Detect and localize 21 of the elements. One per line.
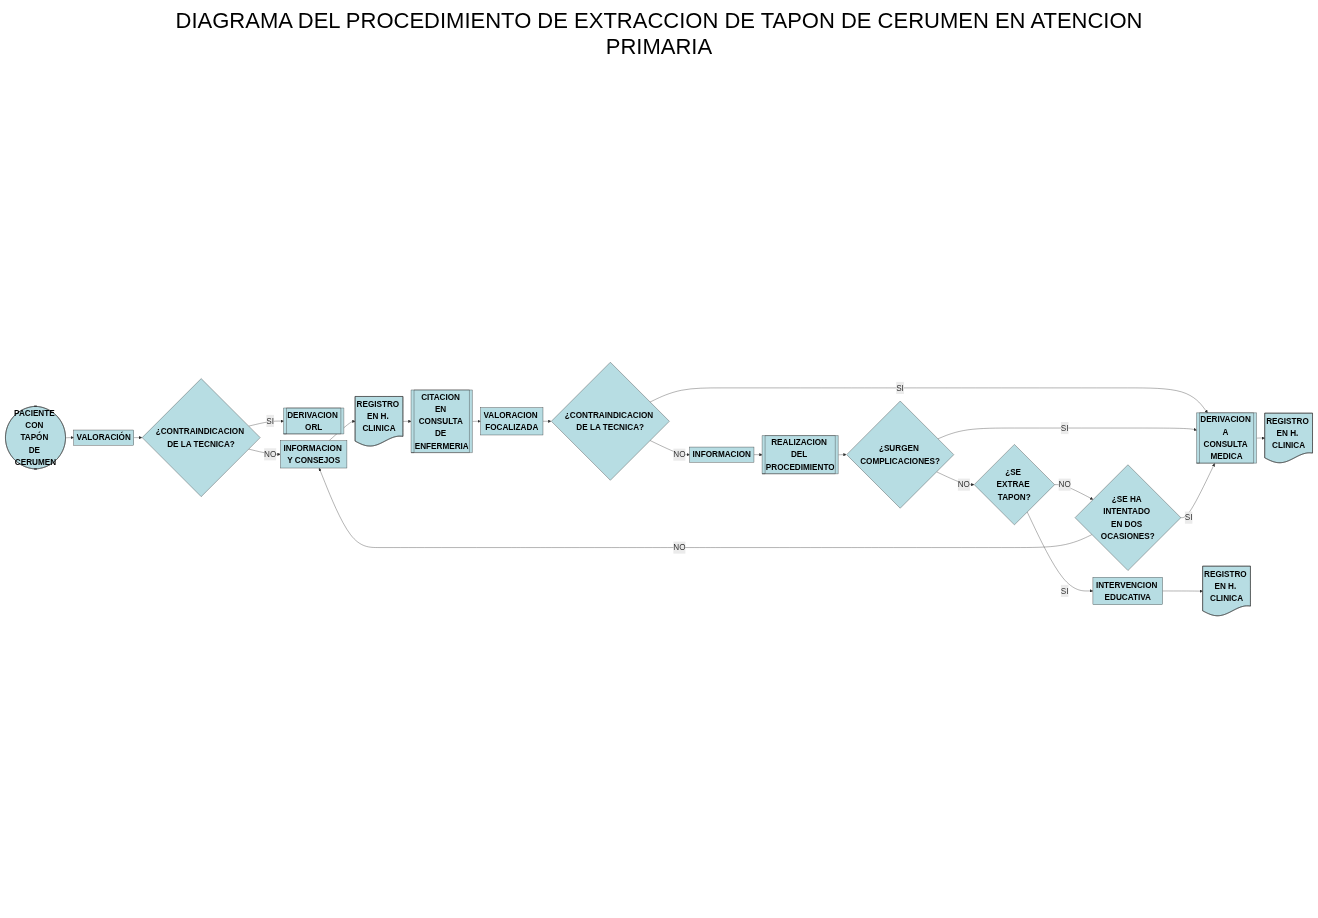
node-diamond: ¿SE HA INTENTADO EN DOS OCASIONES? <box>1074 464 1182 571</box>
edge-label: NO <box>1058 479 1071 490</box>
node-box: INFORMACION <box>689 446 755 463</box>
node-diamond: ¿CONTRAINDICACION DE LA TECNICA? <box>141 378 261 497</box>
diagram-title: DIAGRAMA DEL PROCEDIMIENTO DE EXTRACCION DE TAPON DE CERUMEN EN ATENCION PRIMARIA <box>174 8 1144 60</box>
node-diamond: ¿SE EXTRAE TAPON? <box>974 444 1055 526</box>
edge-label: SI <box>1060 423 1069 433</box>
node-box: INFORMACION Y CONSEJOS <box>280 440 348 469</box>
edge-label: NO <box>673 450 686 460</box>
node-box: INTERVENCION EDUCATIVA <box>1092 577 1163 605</box>
edge-label: SI <box>896 383 904 393</box>
edge-label: SI <box>266 416 275 426</box>
node-box: VALORACIÓN <box>73 429 134 446</box>
node-box: VALORACION FOCALIZADA <box>480 407 544 436</box>
edge-label: NO <box>673 542 686 553</box>
node-diamond: ¿CONTRAINDICACION DE LA TECNICA? <box>551 362 670 481</box>
edge-label: SI <box>1184 513 1193 523</box>
edge-label: SI <box>1060 586 1069 596</box>
edge-label: NO <box>264 449 277 459</box>
edge-label: NO <box>957 479 970 490</box>
node-diamond: ¿SURGEN COMPLICACIONES? <box>846 400 954 509</box>
